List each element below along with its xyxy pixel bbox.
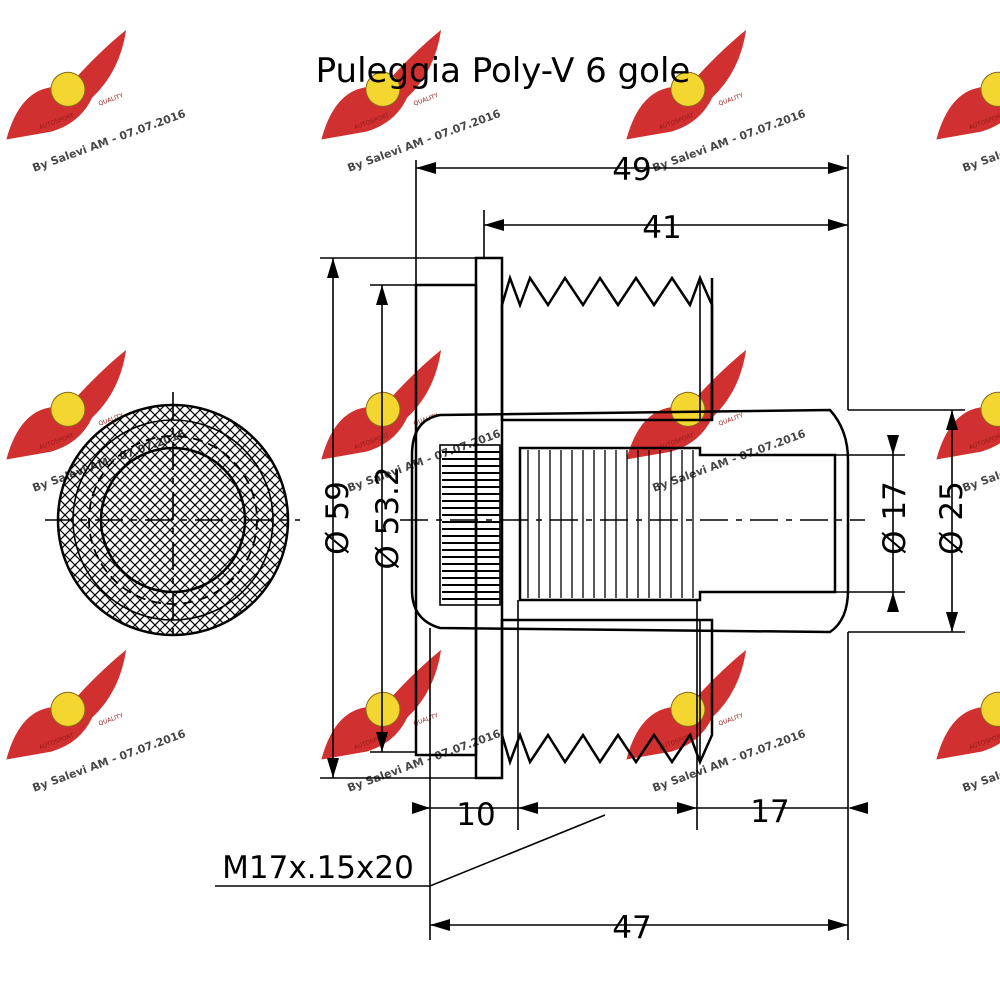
dim-pulley-length: 41	[642, 210, 681, 246]
watermark-logo-side: QUALITY	[413, 92, 440, 107]
dim-groove-diameter: Ø 53.2	[370, 466, 406, 569]
dim-hub-extension: 17	[750, 794, 789, 830]
dimension-labels: 49 41 Ø 59 Ø 53.2 Ø 17 Ø 25 10 17 47 M17…	[222, 152, 970, 946]
drawing-title: Puleggia Poly-V 6 gole	[316, 51, 691, 91]
dim-bore-diameter: Ø 17	[877, 481, 913, 555]
watermark-logo-side: QUALITY	[718, 92, 745, 107]
dim-shoulder: 10	[456, 797, 495, 833]
thread-profile	[527, 450, 694, 598]
dim-hub-diameter: Ø 25	[934, 481, 970, 555]
dim-flange-diameter: Ø 59	[320, 481, 356, 555]
dim-body-length: 47	[612, 910, 651, 946]
watermark-logo-side: QUALITY	[98, 712, 125, 727]
dimension-lines	[215, 155, 965, 940]
watermark-logo-side: QUALITY	[718, 412, 745, 427]
thread-spec: M17x.15x20	[222, 850, 414, 886]
watermark-logo-side: QUALITY	[718, 712, 745, 727]
end-view	[45, 392, 300, 642]
internal-spline	[439, 444, 501, 606]
side-view	[400, 256, 865, 780]
watermark-logo-side: QUALITY	[98, 92, 125, 107]
dim-overall-length: 49	[612, 152, 651, 188]
